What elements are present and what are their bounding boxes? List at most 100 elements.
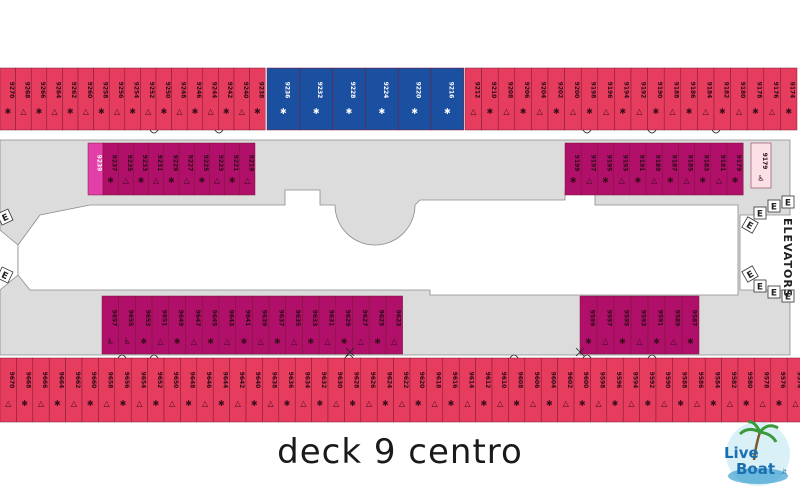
cabin-9576[interactable]: 9576✱ (770, 357, 788, 423)
cabin-9183[interactable]: 9183✱ (694, 142, 712, 196)
cabin-9250[interactable]: 9250✱ (155, 67, 172, 131)
cabin-9602[interactable]: 9602△ (557, 357, 575, 423)
cabin-9639[interactable]: 9639△ (252, 295, 270, 355)
cabin-9196[interactable]: 9196△ (597, 67, 615, 131)
cabin-9647[interactable]: 9647△ (185, 295, 203, 355)
cabin-9235[interactable]: 9235△ (117, 142, 134, 196)
cabin-9624[interactable]: 9624✱ (376, 357, 394, 423)
cabin-9657[interactable]: 9657♿ (101, 295, 119, 355)
cabin-9266[interactable]: 9266✱ (30, 67, 48, 131)
cabin-9654[interactable]: 9654△ (130, 357, 148, 423)
cabin-9182[interactable]: 9182✱ (713, 67, 731, 131)
cabin-9648[interactable]: 9648✱ (180, 357, 198, 423)
cabin-9660[interactable]: 9660✱ (81, 357, 99, 423)
cabin-9631[interactable]: 9631△ (318, 295, 337, 355)
cabin-9622[interactable]: 9622△ (393, 357, 411, 423)
cabin-9270[interactable]: 9270✱ (0, 67, 16, 131)
cabin-9653[interactable]: 9653✱ (135, 295, 153, 355)
cabin-9625[interactable]: 9625✱ (368, 295, 387, 355)
cabin-9598[interactable]: 9598△ (590, 357, 608, 423)
cabin-9638[interactable]: 9638△ (262, 357, 280, 423)
elevator-car[interactable]: E (741, 216, 759, 234)
elevator-car[interactable]: E (753, 279, 767, 293)
cabin-9262[interactable]: 9262✱ (62, 67, 79, 131)
cabin-9644[interactable]: 9644✱ (212, 357, 230, 423)
cabin-9650[interactable]: 9650△ (163, 357, 181, 423)
cabin-9606[interactable]: 9606△ (524, 357, 542, 423)
cabin-9228[interactable]: 9228✱ (332, 67, 366, 131)
cabin-9198[interactable]: 9198✱ (580, 67, 599, 131)
cabin-9614[interactable]: 9614△ (458, 357, 476, 423)
cabin-9626[interactable]: 9626△ (360, 357, 378, 423)
cabin-9221[interactable]: 9221✱ (224, 142, 241, 196)
cabin-9223[interactable]: 9223△ (209, 142, 225, 196)
cabin-9643[interactable]: 9643△ (218, 295, 236, 355)
elevator-car[interactable]: E (767, 285, 781, 299)
cabin-9594[interactable]: 9594△ (622, 357, 640, 423)
cabin-9587[interactable]: 9587✱ (681, 295, 700, 355)
cabin-9649[interactable]: 9649✱ (168, 295, 186, 355)
elevator-car[interactable]: E (781, 195, 795, 209)
elevator-car[interactable]: E (0, 266, 14, 284)
cabin-9187[interactable]: 9187✱ (661, 142, 679, 196)
cabin-9227[interactable]: 9227△ (178, 142, 195, 196)
cabin-9646[interactable]: 9646△ (196, 357, 214, 423)
cabin-9634[interactable]: 9634△ (294, 357, 312, 423)
cabin-9179[interactable]: 9179♿ (750, 142, 772, 189)
cabin-9236[interactable]: 9236✱ (266, 67, 301, 131)
cabin-9655[interactable]: 9655♿ (118, 295, 136, 355)
cabin-9186[interactable]: 9186✱ (680, 67, 698, 131)
cabin-9206[interactable]: 9206✱ (514, 67, 532, 131)
cabin-9188[interactable]: 9188△ (663, 67, 682, 131)
cabin-9658[interactable]: 9658△ (98, 357, 116, 423)
cabin-9239[interactable]: 9239 (87, 142, 104, 196)
cabin-9589[interactable]: 9589△ (664, 295, 683, 355)
cabin-9640[interactable]: 9640✱ (245, 357, 263, 423)
cabin-9593[interactable]: 9593△ (630, 295, 649, 355)
cabin-9597[interactable]: 9597△ (596, 295, 615, 355)
cabin-9212[interactable]: 9212△ (464, 67, 482, 131)
cabin-9668[interactable]: 9668✱ (16, 357, 34, 423)
cabin-9590[interactable]: 9590△ (655, 357, 673, 423)
cabin-9642[interactable]: 9642△ (229, 357, 247, 423)
elevator-car[interactable]: E (753, 206, 767, 220)
cabin-9656[interactable]: 9656✱ (114, 357, 132, 423)
cabin-9184[interactable]: 9184△ (697, 67, 715, 131)
cabin-9189[interactable]: 9189△ (645, 142, 663, 196)
cabin-9610[interactable]: 9610△ (491, 357, 509, 423)
cabin-9608[interactable]: 9608✱ (508, 357, 526, 423)
cabin-9233[interactable]: 9233✱ (133, 142, 149, 196)
cabin-9208[interactable]: 9208△ (497, 67, 516, 131)
cabin-9199[interactable]: 9199✱ (564, 142, 582, 196)
elevator-car[interactable]: E (767, 199, 781, 213)
cabin-9240[interactable]: 9240△ (233, 67, 250, 131)
cabin-9242[interactable]: 9242✱ (218, 67, 235, 131)
cabin-9256[interactable]: 9256△ (108, 67, 126, 131)
cabin-9180[interactable]: 9180△ (730, 67, 748, 131)
cabin-9574[interactable]: 9574△ (786, 357, 800, 423)
cabin-9216[interactable]: 9216✱ (430, 67, 465, 131)
cabin-9248[interactable]: 9248△ (171, 67, 188, 131)
cabin-9200[interactable]: 9200△ (564, 67, 582, 131)
cabin-9582[interactable]: 9582△ (721, 357, 739, 423)
cabin-9181[interactable]: 9181△ (710, 142, 728, 196)
elevator-car[interactable]: E (0, 208, 14, 226)
cabin-9588[interactable]: 9588✱ (672, 357, 690, 423)
cabin-9202[interactable]: 9202✱ (547, 67, 565, 131)
cabin-9670[interactable]: 9670△ (0, 357, 17, 423)
cabin-9595[interactable]: 9595✱ (613, 295, 632, 355)
cabin-9599[interactable]: 9599✱ (579, 295, 598, 355)
cabin-9645[interactable]: 9645✱ (201, 295, 220, 355)
cabin-9578[interactable]: 9578△ (754, 357, 772, 423)
cabin-9636[interactable]: 9636✱ (278, 357, 296, 423)
cabin-9176[interactable]: 9176△ (763, 67, 781, 131)
cabin-9630[interactable]: 9630△ (327, 357, 345, 423)
cabin-9204[interactable]: 9204△ (531, 67, 549, 131)
cabin-9246[interactable]: 9246✱ (186, 67, 204, 131)
cabin-9174[interactable]: 9174✱ (780, 67, 798, 131)
cabin-9633[interactable]: 9633✱ (302, 295, 320, 355)
cabin-9651[interactable]: 9651△ (151, 295, 170, 355)
cabin-9627[interactable]: 9627△ (352, 295, 370, 355)
cabin-9623[interactable]: 9623△ (385, 295, 403, 355)
cabin-9238[interactable]: 9238✱ (249, 67, 266, 131)
